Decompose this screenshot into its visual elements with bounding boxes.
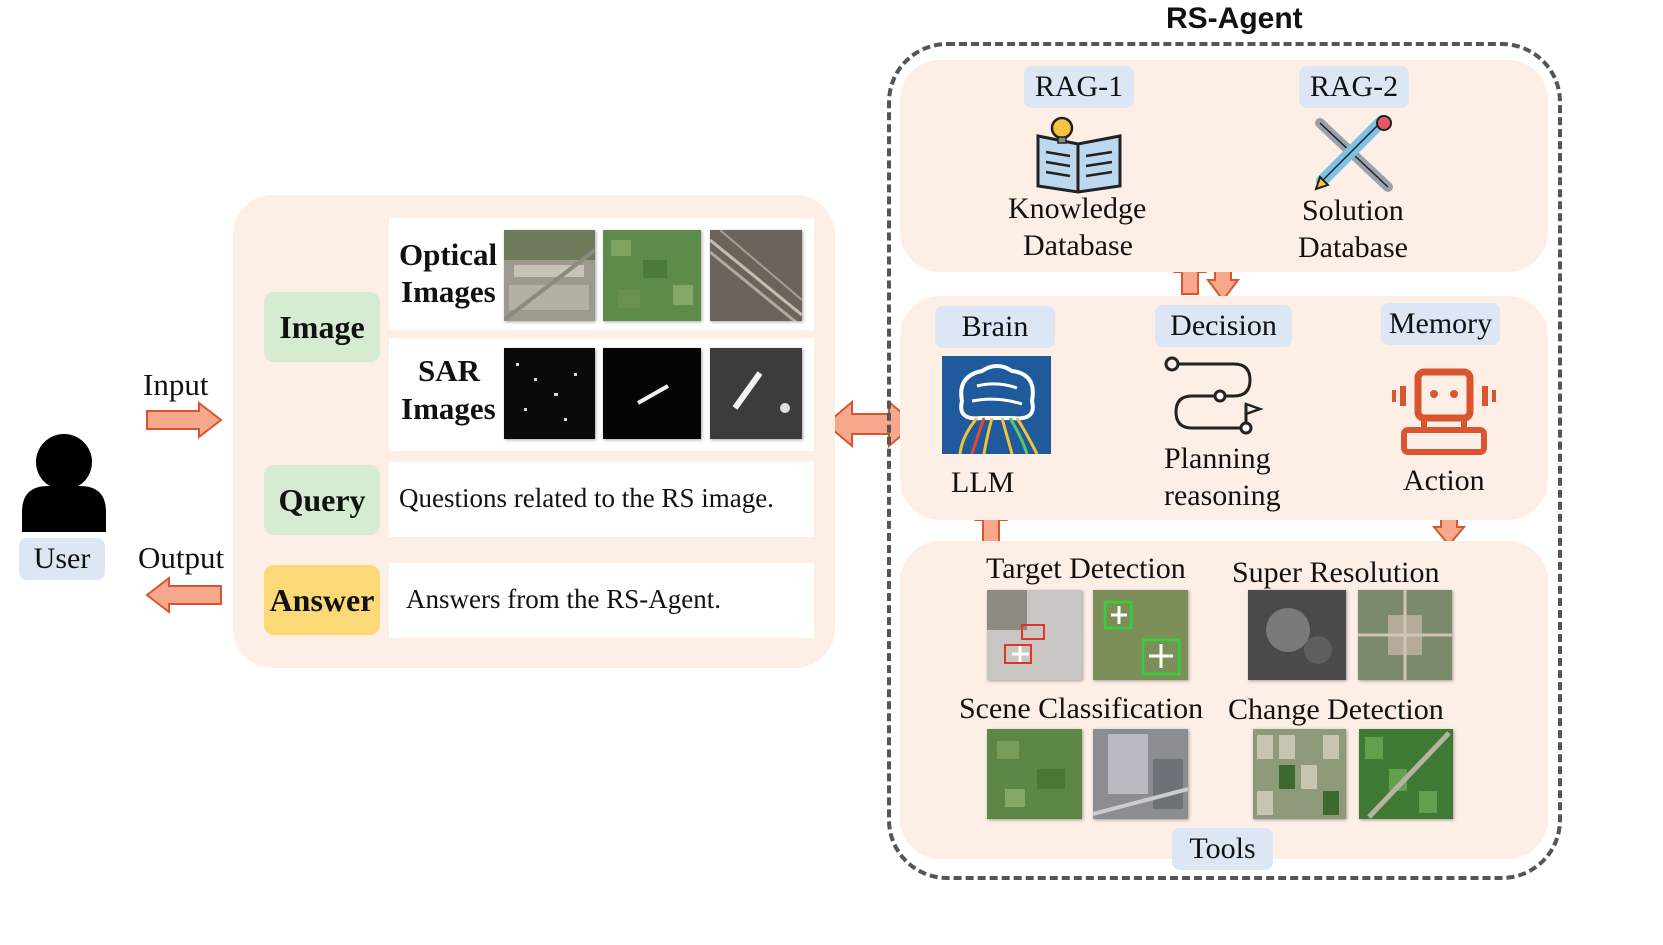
query-row — [389, 462, 814, 537]
scene-classification-label: Scene Classification — [959, 692, 1204, 725]
decision-tag: Decision — [1155, 305, 1292, 347]
sar-label-line1: SAR — [418, 353, 481, 388]
query-tag: Query — [264, 465, 380, 535]
tools-tag: Tools — [1172, 828, 1273, 870]
solution-label-line1: Solution — [1302, 194, 1404, 227]
llm-label: LLM — [951, 466, 1015, 499]
change-detection-image-after — [1359, 729, 1453, 819]
rag1-tag: RAG-1 — [1024, 66, 1134, 108]
target-detection-image-1 — [987, 590, 1082, 680]
planning-label-line2: reasoning — [1164, 479, 1281, 512]
brain-icon — [942, 356, 1051, 454]
memory-tag: Memory — [1381, 303, 1500, 345]
book-bulb-icon — [1036, 116, 1122, 194]
super-resolution-image-low — [1248, 590, 1346, 680]
super-resolution-label: Super Resolution — [1232, 556, 1440, 589]
super-resolution-image-high — [1358, 590, 1452, 680]
rag2-tag: RAG-2 — [1299, 66, 1409, 108]
answer-row — [389, 563, 814, 638]
rs-agent-container — [887, 42, 1562, 880]
optical-label-line1: Optical — [399, 237, 498, 272]
brain-tag: Brain — [935, 306, 1055, 348]
rag-panel — [900, 60, 1548, 272]
output-arrow — [145, 575, 222, 615]
robot-icon — [1392, 368, 1496, 455]
optical-image-farmland — [603, 230, 701, 321]
user-icon — [22, 434, 106, 532]
change-detection-label: Change Detection — [1228, 693, 1444, 726]
knowledge-label-line1: Knowledge — [1008, 192, 1147, 225]
answer-tag: Answer — [264, 565, 380, 635]
tools-icon — [1314, 115, 1393, 192]
route-icon — [1164, 356, 1264, 435]
optical-image-airport — [504, 230, 595, 321]
target-detection-label: Target Detection — [986, 552, 1186, 585]
diagram-title: RS-Agent — [1166, 2, 1303, 35]
scene-classification-image-2 — [1093, 729, 1188, 819]
solution-label-line2: Database — [1298, 231, 1408, 264]
optical-image-rail — [710, 230, 802, 321]
sar-image-ship — [603, 348, 701, 439]
image-tag: Image — [264, 292, 380, 362]
output-label: Output — [138, 540, 225, 575]
input-arrow — [146, 400, 223, 440]
sar-label-line2: Images — [401, 391, 496, 426]
optical-label-line2: Images — [401, 274, 496, 309]
target-detection-image-2 — [1093, 590, 1188, 680]
planning-label-line1: Planning — [1164, 442, 1271, 475]
knowledge-label-line2: Database — [1023, 229, 1133, 262]
user-label: User — [19, 538, 105, 580]
sar-image-3 — [710, 348, 802, 439]
sar-image-1 — [504, 348, 595, 439]
input-label: Input — [143, 367, 209, 402]
action-label: Action — [1403, 464, 1485, 497]
change-detection-image-before — [1253, 729, 1346, 819]
answer-text: Answers from the RS-Agent. — [406, 584, 721, 614]
query-text: Questions related to the RS image. — [399, 483, 774, 513]
scene-classification-image-1 — [987, 729, 1082, 819]
